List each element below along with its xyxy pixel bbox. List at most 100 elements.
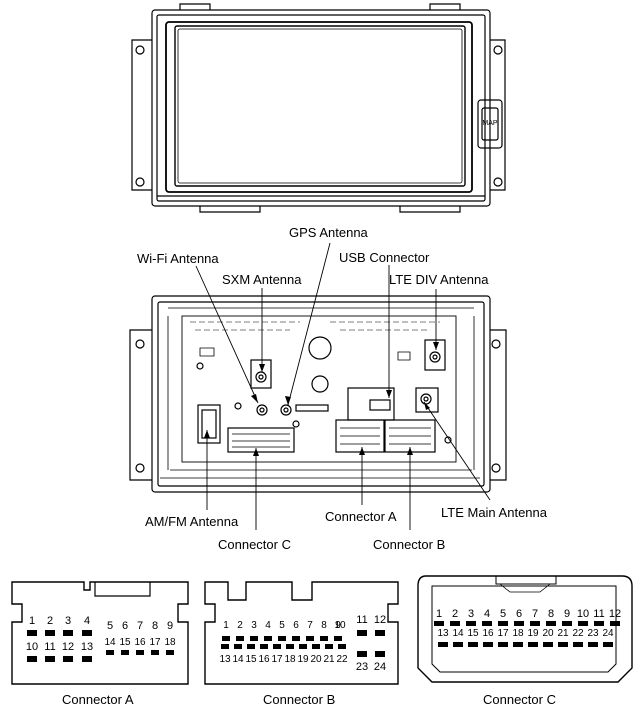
connector-c-pin-6-number: 6 bbox=[515, 608, 523, 620]
connector-c-pin-20-cavity bbox=[543, 642, 553, 647]
connector-b-pin-8-number: 8 bbox=[321, 620, 327, 631]
label-lte-div-antenna: LTE DIV Antenna bbox=[389, 272, 489, 287]
connector-a-pin-1-number: 1 bbox=[28, 615, 36, 627]
connector-pins bbox=[27, 621, 620, 662]
connector-c-pin-15-cavity bbox=[468, 642, 478, 647]
connector-a-pin-12-number: 12 bbox=[61, 641, 75, 653]
connector-c-pin-8-cavity bbox=[546, 621, 556, 626]
connector-c-pin-7-cavity bbox=[530, 621, 540, 626]
connector-b-pin-1-cavity bbox=[222, 636, 230, 641]
connector-a-pin-4-number: 4 bbox=[83, 615, 91, 627]
connector-c-pin-12-number: 12 bbox=[608, 608, 622, 620]
connector-b-pin-12-cavity bbox=[375, 630, 385, 636]
connector-c-pin-8-number: 8 bbox=[547, 608, 555, 620]
connector-a-pin-13-number: 13 bbox=[80, 641, 94, 653]
connector-c-pin-20-number: 20 bbox=[542, 628, 554, 639]
connector-a-pin-7-number: 7 bbox=[136, 620, 144, 632]
connector-b-outline bbox=[204, 581, 399, 685]
connector-c-pin-13-cavity bbox=[438, 642, 448, 647]
connector-a-pin-10-cavity bbox=[27, 656, 37, 662]
connector-b-pin-9-cavity bbox=[334, 636, 342, 641]
connector-b-pin-2-cavity bbox=[236, 636, 244, 641]
connector-c-pin-15-number: 15 bbox=[467, 628, 479, 639]
connector-b-pin-16-cavity bbox=[260, 644, 268, 649]
connector-b-pin-7-cavity bbox=[306, 636, 314, 641]
connector-a-pin-15-number: 15 bbox=[119, 637, 131, 648]
connector-a-pin-10-number: 10 bbox=[25, 641, 39, 653]
connector-a-pin-13-cavity bbox=[82, 656, 92, 662]
connector-b-pin-14-cavity bbox=[234, 644, 242, 649]
connector-c-pin-4-number: 4 bbox=[483, 608, 491, 620]
label-sxm-antenna: SXM Antenna bbox=[222, 272, 302, 287]
connector-b-pin-16-number: 16 bbox=[258, 654, 270, 665]
connector-a-pin-6-number: 6 bbox=[121, 620, 129, 632]
connector-c-pin-3-number: 3 bbox=[467, 608, 475, 620]
connector-c-pin-1-number: 1 bbox=[435, 608, 443, 620]
connector-c-pin-10-cavity bbox=[578, 621, 588, 626]
connector-c-pin-1-cavity bbox=[434, 621, 444, 626]
connector-c-pin-11-cavity bbox=[594, 621, 604, 626]
label-wifi-antenna: Wi-Fi Antenna bbox=[137, 251, 219, 266]
connector-c-pin-12-cavity bbox=[610, 621, 620, 626]
connector-b-pin-13-number: 13 bbox=[219, 654, 231, 665]
connector-c-pin-17-cavity bbox=[498, 642, 508, 647]
connector-c-pin-18-cavity bbox=[513, 642, 523, 647]
connector-b-pin-18-number: 18 bbox=[284, 654, 296, 665]
callout-leaders bbox=[195, 242, 491, 530]
connector-c-pin-16-cavity bbox=[483, 642, 493, 647]
connector-b-pin-1-number: 1 bbox=[223, 620, 229, 631]
label-gps-antenna: GPS Antenna bbox=[289, 225, 368, 240]
connector-b-pin-19-cavity bbox=[299, 644, 307, 649]
connector-b-pin-13-cavity bbox=[221, 644, 229, 649]
connector-b-pin-6-number: 6 bbox=[293, 620, 299, 631]
connector-b-pin-10-number: 10 bbox=[334, 620, 346, 631]
connector-b-pin-18-cavity bbox=[286, 644, 294, 649]
connector-c-outline bbox=[417, 575, 633, 683]
connector-b-pin-8-cavity bbox=[320, 636, 328, 641]
connector-b-pin-17-number: 17 bbox=[271, 654, 283, 665]
front-map-button-label: MAP bbox=[482, 120, 498, 127]
connector-c-pin-5-number: 5 bbox=[499, 608, 507, 620]
connector-c-pin-19-number: 19 bbox=[527, 628, 539, 639]
label-usb-connector: USB Connector bbox=[339, 250, 430, 265]
connector-a-pin-8-number: 8 bbox=[151, 620, 159, 632]
connector-c-pin-17-number: 17 bbox=[497, 628, 509, 639]
connector-b-pin-11-cavity bbox=[357, 630, 367, 636]
connector-b-pin-6-cavity bbox=[292, 636, 300, 641]
connector-b-pin-3-number: 3 bbox=[251, 620, 257, 631]
connector-a-pin-14-number: 14 bbox=[104, 637, 116, 648]
connector-c-pin-14-cavity bbox=[453, 642, 463, 647]
connector-c-pin-2-cavity bbox=[450, 621, 460, 626]
connector-a-pin-17-number: 17 bbox=[149, 637, 161, 648]
connector-c-pin-21-cavity bbox=[558, 642, 568, 647]
connector-b-pin-22-cavity bbox=[338, 644, 346, 649]
label-amfm-antenna: AM/FM Antenna bbox=[145, 514, 239, 529]
connector-b-pin-11-number: 11 bbox=[356, 614, 368, 626]
connector-c-pin-21-number: 21 bbox=[557, 628, 569, 639]
connector-c-pin-4-cavity bbox=[482, 621, 492, 626]
connector-c-pin-3-cavity bbox=[466, 621, 476, 626]
front-unit bbox=[131, 3, 506, 213]
label-connector-c-callout: Connector C bbox=[218, 537, 291, 552]
connector-b-pin-23-cavity bbox=[357, 651, 367, 657]
connector-c-pin-22-number: 22 bbox=[572, 628, 584, 639]
connector-b-pin-24-cavity bbox=[375, 651, 385, 657]
label-lte-main-antenna: LTE Main Antenna bbox=[441, 505, 547, 520]
connector-c-pin-13-number: 13 bbox=[437, 628, 449, 639]
connector-c-pin-9-number: 9 bbox=[563, 608, 571, 620]
connector-b-pin-19-number: 19 bbox=[297, 654, 309, 665]
connector-b-pin-12-number: 12 bbox=[373, 614, 387, 626]
connector-a-pin-12-cavity bbox=[63, 656, 73, 662]
connector-a-pin-2-number: 2 bbox=[46, 615, 54, 627]
connector-b-pin-23-number: 23 bbox=[355, 661, 369, 673]
connector-b-pin-20-number: 20 bbox=[310, 654, 322, 665]
connector-c-pin-6-cavity bbox=[514, 621, 524, 626]
connector-b-pin-20-cavity bbox=[312, 644, 320, 649]
connector-b-pin-3-cavity bbox=[250, 636, 258, 641]
connector-b-pin-17-cavity bbox=[273, 644, 281, 649]
connector-b-pin-15-cavity bbox=[247, 644, 255, 649]
connector-c-pin-5-cavity bbox=[498, 621, 508, 626]
connector-a-pin-14-cavity bbox=[106, 650, 114, 655]
connector-b-pin-5-cavity bbox=[278, 636, 286, 641]
